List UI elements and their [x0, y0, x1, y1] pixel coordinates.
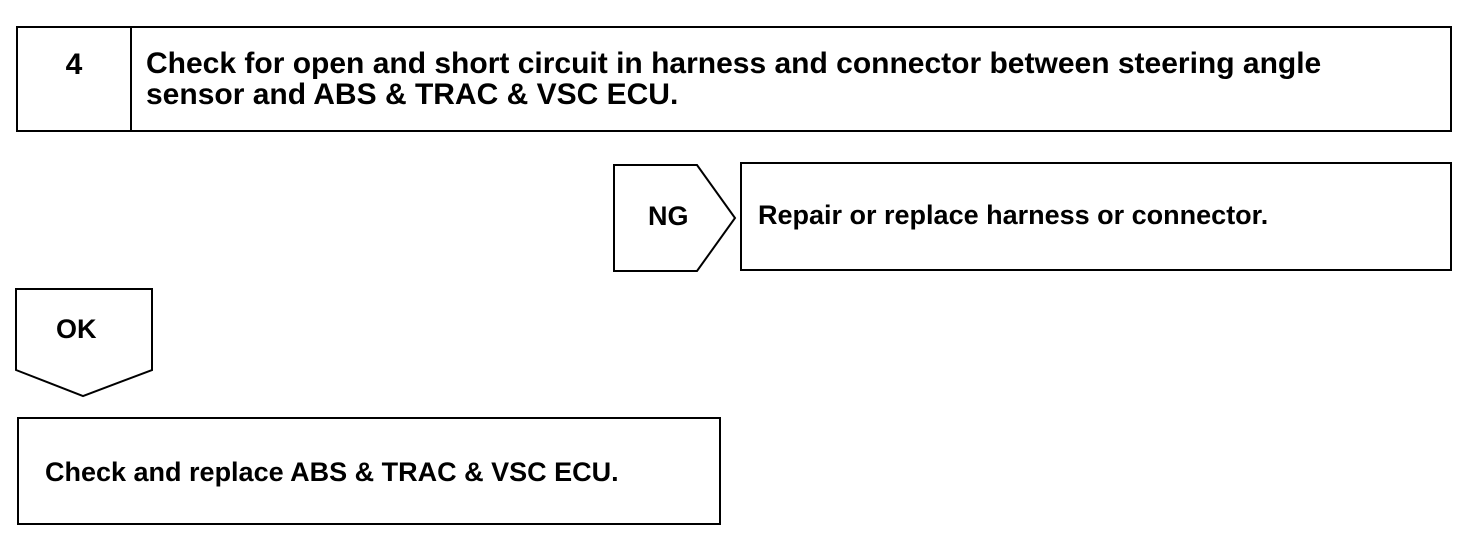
- ok-action-box: Check and replace ABS & TRAC & VSC ECU.: [17, 417, 721, 525]
- step-number: 4: [18, 28, 132, 130]
- step-box: 4 Check for open and short circuit in ha…: [16, 26, 1452, 132]
- ok-arrow-shape: [15, 288, 153, 398]
- step-instruction: Check for open and short circuit in harn…: [146, 47, 1322, 111]
- ng-action-text: Repair or replace harness or connector.: [758, 200, 1269, 230]
- ok-label: OK: [56, 314, 97, 344]
- ng-action-box: Repair or replace harness or connector.: [740, 162, 1452, 271]
- ng-label: NG: [648, 201, 689, 231]
- ng-arrow-shape: [613, 164, 737, 272]
- ok-action-text: Check and replace ABS & TRAC & VSC ECU.: [45, 457, 619, 487]
